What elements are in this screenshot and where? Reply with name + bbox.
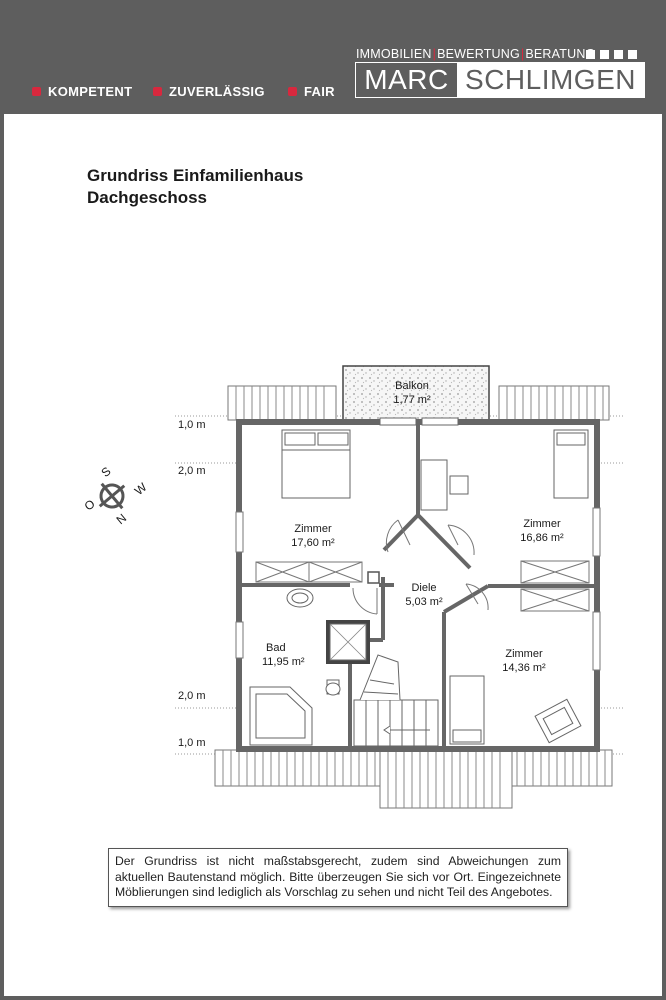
room-name: Zimmer xyxy=(505,648,543,660)
room-label-balkon: Balkon 1,77 m² xyxy=(380,379,444,407)
compass-rose-icon xyxy=(98,482,126,510)
tag-dot-icon xyxy=(153,86,162,96)
staircase xyxy=(353,654,439,747)
tagline-zuverlaessig: ZUVERLÄSSIG xyxy=(153,82,265,100)
tag-dot-icon xyxy=(32,86,41,96)
title-line-2: Dachgeschoss xyxy=(87,188,207,207)
roof-bottom xyxy=(214,749,613,809)
bed-single-1 xyxy=(553,429,589,499)
room-label-zimmer-3: Zimmer 14,36 m² xyxy=(488,647,560,675)
room-name: Zimmer xyxy=(523,518,561,530)
room-name: Diele xyxy=(411,582,437,594)
room-label-bad: Bad 11,95 m² xyxy=(262,641,326,669)
header-bar: KOMPETENT ZUVERLÄSSIG FAIR IMMOBILIEN|BE… xyxy=(0,0,666,114)
height-marker-top-1: 1,0 m xyxy=(178,419,206,431)
bathroom-fixtures xyxy=(249,588,341,746)
room-area: 16,86 m² xyxy=(520,532,564,544)
brand-square-icon xyxy=(600,50,609,59)
wardrobe-1 xyxy=(255,561,363,583)
height-marker-top-2: 2,0 m xyxy=(178,465,206,477)
room-area: 17,60 m² xyxy=(291,537,335,549)
outer-walls xyxy=(236,419,600,752)
desk xyxy=(420,459,469,511)
brand-last-name: SCHLIMGEN xyxy=(457,63,644,97)
room-label-zimmer-2: Zimmer 16,86 m² xyxy=(506,517,578,545)
tagline-kompetent: KOMPETENT xyxy=(32,82,132,100)
door-swings xyxy=(352,519,489,615)
roof-top-left xyxy=(227,385,337,421)
room-label-zimmer-1: Zimmer 17,60 m² xyxy=(277,522,349,550)
brand-logo: MARC SCHLIMGEN xyxy=(355,62,645,98)
height-marker-bottom-2: 2,0 m xyxy=(178,690,206,702)
shower xyxy=(326,620,370,664)
armchair xyxy=(534,698,582,744)
tag-dot-icon xyxy=(288,86,297,96)
room-area: 11,95 m² xyxy=(262,656,305,668)
page-title: Grundriss Einfamilienhaus Dachgeschoss xyxy=(87,165,303,209)
room-area: 5,03 m² xyxy=(405,596,443,608)
brand-subline: IMMOBILIEN|BEWERTUNG|BERATUNG xyxy=(356,47,596,61)
disclaimer-box: Der Grundriss ist nicht maßstabsgerecht,… xyxy=(108,848,568,907)
bed-single-2 xyxy=(449,675,485,745)
balcony-area xyxy=(342,365,490,421)
balcony-window xyxy=(421,417,459,426)
bed-double xyxy=(281,429,351,499)
chimney xyxy=(367,571,380,584)
roof-top-right xyxy=(498,385,610,421)
room-area: 14,36 m² xyxy=(502,662,546,674)
room-name: Balkon xyxy=(395,380,429,392)
room-label-diele: Diele 5,03 m² xyxy=(392,581,456,609)
windows xyxy=(235,507,601,671)
wardrobe-2 xyxy=(520,560,590,612)
tagline-fair: FAIR xyxy=(288,82,335,100)
title-line-1: Grundriss Einfamilienhaus xyxy=(87,166,304,185)
brand-square-icon xyxy=(586,50,595,59)
room-area: 1,77 m² xyxy=(393,394,431,406)
balcony-door xyxy=(379,417,417,426)
room-name: Zimmer xyxy=(294,523,332,535)
brand-square-icon xyxy=(614,50,623,59)
brand-square-icon xyxy=(628,50,637,59)
room-name: Bad xyxy=(266,642,286,654)
height-marker-bottom-1: 1,0 m xyxy=(178,737,206,749)
brand-first-name: MARC xyxy=(364,64,449,95)
